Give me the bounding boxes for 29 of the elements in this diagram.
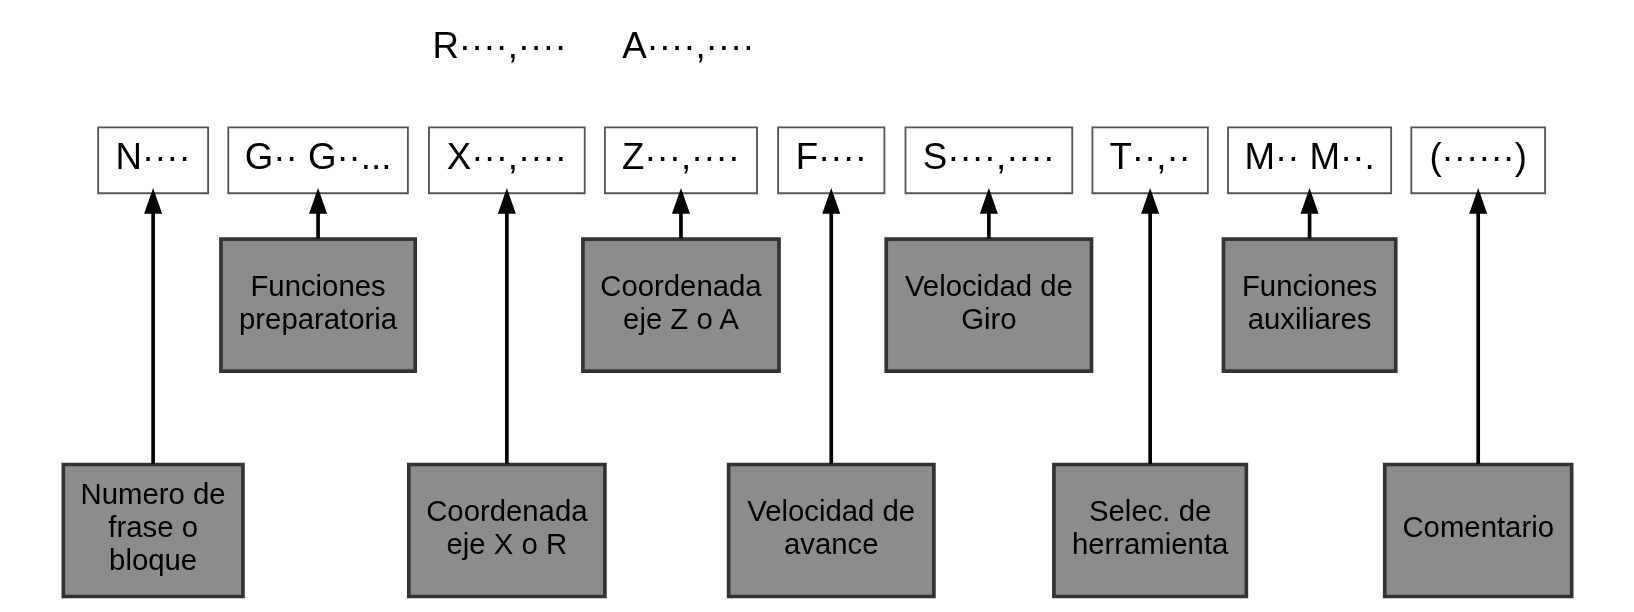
- arrow: [979, 187, 998, 239]
- node-box: (······): [1409, 126, 1546, 195]
- node-box: Coordenada eje X o R: [406, 462, 607, 599]
- node-box: Funciones preparatoria: [218, 237, 417, 373]
- node-box: Velocidad de Giro: [883, 237, 1093, 373]
- node-box: Funciones auxiliares: [1221, 237, 1398, 373]
- node-box: G·· G··...: [226, 126, 409, 195]
- label: A····,····: [621, 24, 754, 66]
- arrow: [1468, 188, 1487, 464]
- node-box: Z···,····: [603, 126, 758, 195]
- arrow: [671, 187, 690, 239]
- arrow: [1140, 188, 1159, 464]
- label: R····,····: [431, 24, 567, 66]
- arrow: [821, 188, 840, 464]
- node-box: Comentario: [1382, 462, 1573, 599]
- node-box: Selec. de herramienta: [1051, 462, 1248, 599]
- node-box: X···,····: [427, 126, 586, 195]
- node-box: F····: [776, 126, 885, 195]
- arrow: [1300, 187, 1319, 239]
- node-box: Velocidad de avance: [726, 462, 936, 599]
- node-box: Coordenada eje Z o A: [580, 237, 781, 373]
- node-box: S····,····: [904, 126, 1073, 195]
- node-box: M·· M··.: [1226, 126, 1392, 195]
- arrow: [497, 188, 516, 464]
- node-box: N····: [96, 126, 209, 195]
- node-box: Numero de frase o bloque: [61, 462, 245, 599]
- node-box: T··,··: [1091, 126, 1209, 195]
- arrow: [143, 188, 162, 464]
- arrow: [308, 187, 327, 239]
